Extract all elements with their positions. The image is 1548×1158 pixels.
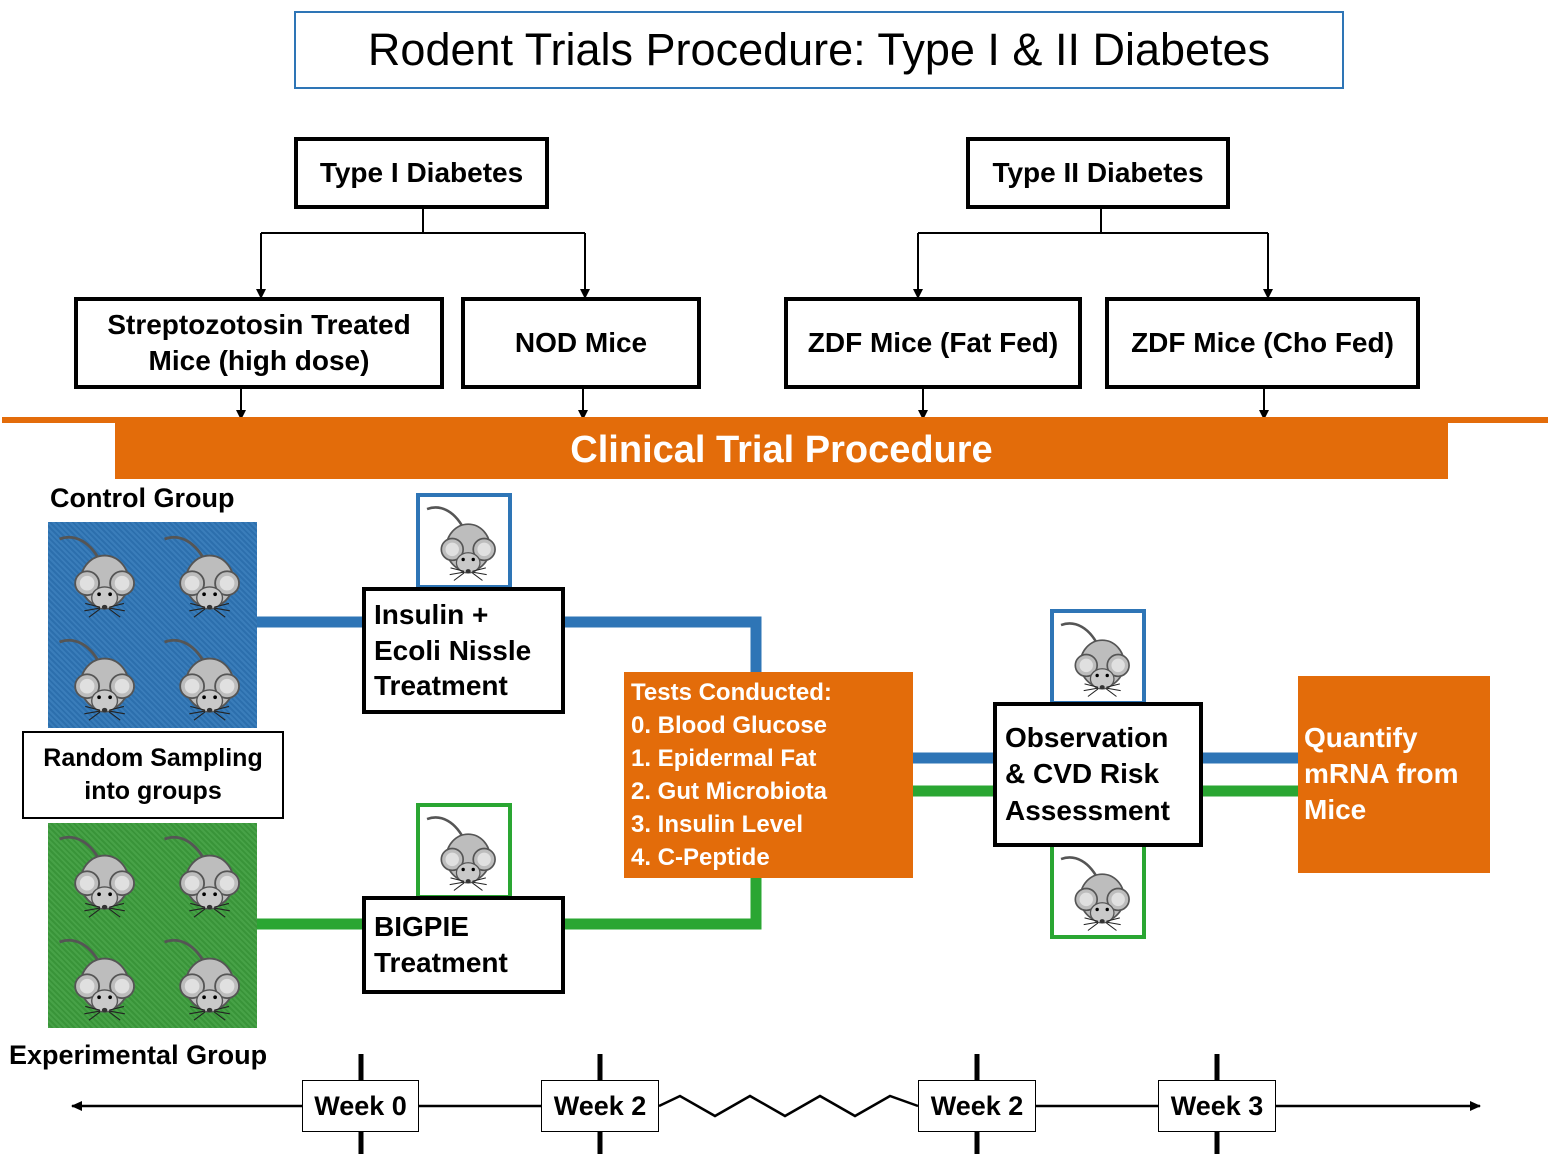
- control-observation-mouse-frame: [1050, 609, 1146, 705]
- mouse-icon: [48, 625, 153, 728]
- control-treatment-line2: Ecoli Nissle: [374, 634, 532, 666]
- nod-mice-label: NOD Mice: [514, 327, 648, 359]
- mouse-icon: [153, 926, 258, 1029]
- streptozotosin-label-line2: Mice (high dose): [148, 345, 370, 376]
- mouse-icon: [153, 823, 258, 926]
- control-group-label: Control Group: [50, 483, 235, 513]
- experimental-treatment-mouse-frame: [416, 803, 512, 899]
- random-sampling-box: Random Sampling into groups: [22, 731, 284, 819]
- timeline-ticks: [358, 1054, 1220, 1154]
- quantify-line1: Quantify: [1304, 722, 1418, 753]
- test-item: 3. Insulin Level: [631, 811, 804, 838]
- timeline-week-label: Week 0: [302, 1080, 419, 1132]
- mouse-icon: [153, 522, 258, 625]
- quantify-mrna-box: Quantify mRNA from Mice: [1298, 676, 1490, 873]
- experimental-treatment-box: BIGPIE Treatment: [362, 896, 565, 994]
- zdf-cho-fed-box: ZDF Mice (Cho Fed): [1105, 297, 1420, 389]
- type1-diabetes-label: Type I Diabetes: [319, 157, 524, 189]
- observation-line1: Observation: [1005, 721, 1169, 753]
- control-treatment-mouse-frame: [416, 493, 512, 589]
- control-treatment-line1: Insulin +: [374, 598, 489, 630]
- zdf-cho-fed-label: ZDF Mice (Cho Fed): [1131, 327, 1394, 359]
- test-item: 1. Epidermal Fat: [631, 745, 817, 772]
- mouse-icon: [163, 938, 240, 1021]
- type1-diabetes-box: Type I Diabetes: [294, 137, 549, 209]
- mouse-icon: [153, 625, 258, 728]
- experimental-group-label: Experimental Group: [9, 1040, 268, 1070]
- timeline-week-label: Week 2: [541, 1080, 659, 1132]
- timeline-week-label: Week 3: [1158, 1080, 1276, 1132]
- mouse-icon: [59, 535, 136, 618]
- mouse-icon: [426, 816, 496, 891]
- nod-mice-box: NOD Mice: [461, 297, 701, 389]
- streptozotosin-mice-box: Streptozotosin Treated Mice (high dose): [74, 297, 444, 389]
- tests-conducted-box: Tests Conducted: 0. Blood Glucose 1. Epi…: [624, 672, 913, 878]
- type2-diabetes-label: Type II Diabetes: [992, 157, 1204, 189]
- page-title: Rodent Trials Procedure: Type I & II Dia…: [294, 11, 1344, 89]
- mouse-icon: [1060, 622, 1130, 697]
- control-group-mice: [48, 522, 257, 728]
- timeline-week-label: Week 2: [918, 1080, 1036, 1132]
- test-item: 4. C-Peptide: [631, 844, 770, 871]
- observation-box: Observation & CVD Risk Assessment: [993, 702, 1203, 847]
- experimental-treatment-line1: BIGPIE: [374, 911, 469, 943]
- zdf-fat-fed-box: ZDF Mice (Fat Fed): [784, 297, 1082, 389]
- type2-tree-connector: [913, 206, 1273, 299]
- test-item: 0. Blood Glucose: [631, 712, 828, 739]
- timeline: [71, 1094, 1481, 1118]
- quantify-line3: Mice: [1304, 794, 1367, 825]
- mouse-icon: [163, 836, 240, 918]
- random-sampling-line2: into groups: [84, 777, 222, 805]
- clinical-trial-label: Clinical Trial Procedure: [570, 429, 993, 471]
- observation-line2: & CVD Risk: [1005, 758, 1160, 790]
- experimental-path: [257, 785, 1298, 930]
- type1-tree-connector: [256, 206, 590, 299]
- mouse-icon: [48, 926, 153, 1029]
- random-sampling-line1: Random Sampling: [43, 744, 263, 772]
- mouse-icon: [59, 638, 136, 721]
- observation-line3: Assessment: [1005, 794, 1170, 826]
- mouse-icon: [1060, 856, 1130, 931]
- mouse-icon: [163, 535, 240, 618]
- experimental-observation-mouse-frame: [1050, 843, 1146, 939]
- banner-input-arrows: [236, 388, 1269, 420]
- mouse-icon: [59, 836, 136, 918]
- clinical-trial-banner: Clinical Trial Procedure: [115, 422, 1448, 479]
- control-treatment-line3: Treatment: [374, 670, 508, 702]
- type2-diabetes-box: Type II Diabetes: [966, 137, 1230, 209]
- experimental-treatment-line2: Treatment: [374, 947, 508, 978]
- control-path: [257, 616, 1298, 764]
- mouse-icon: [59, 938, 136, 1021]
- streptozotosin-label-line1: Streptozotosin Treated: [107, 309, 411, 341]
- mouse-icon: [48, 823, 153, 926]
- control-treatment-box: Insulin + Ecoli Nissle Treatment: [362, 587, 565, 714]
- test-item: 2. Gut Microbiota: [631, 778, 828, 805]
- mouse-icon: [426, 506, 496, 581]
- zdf-fat-fed-label: ZDF Mice (Fat Fed): [807, 327, 1059, 359]
- quantify-line2: mRNA from: [1304, 758, 1459, 789]
- mouse-icon: [163, 638, 240, 721]
- tests-heading: Tests Conducted:: [631, 679, 832, 706]
- mouse-icon: [48, 522, 153, 625]
- experimental-group-mice: [48, 823, 257, 1028]
